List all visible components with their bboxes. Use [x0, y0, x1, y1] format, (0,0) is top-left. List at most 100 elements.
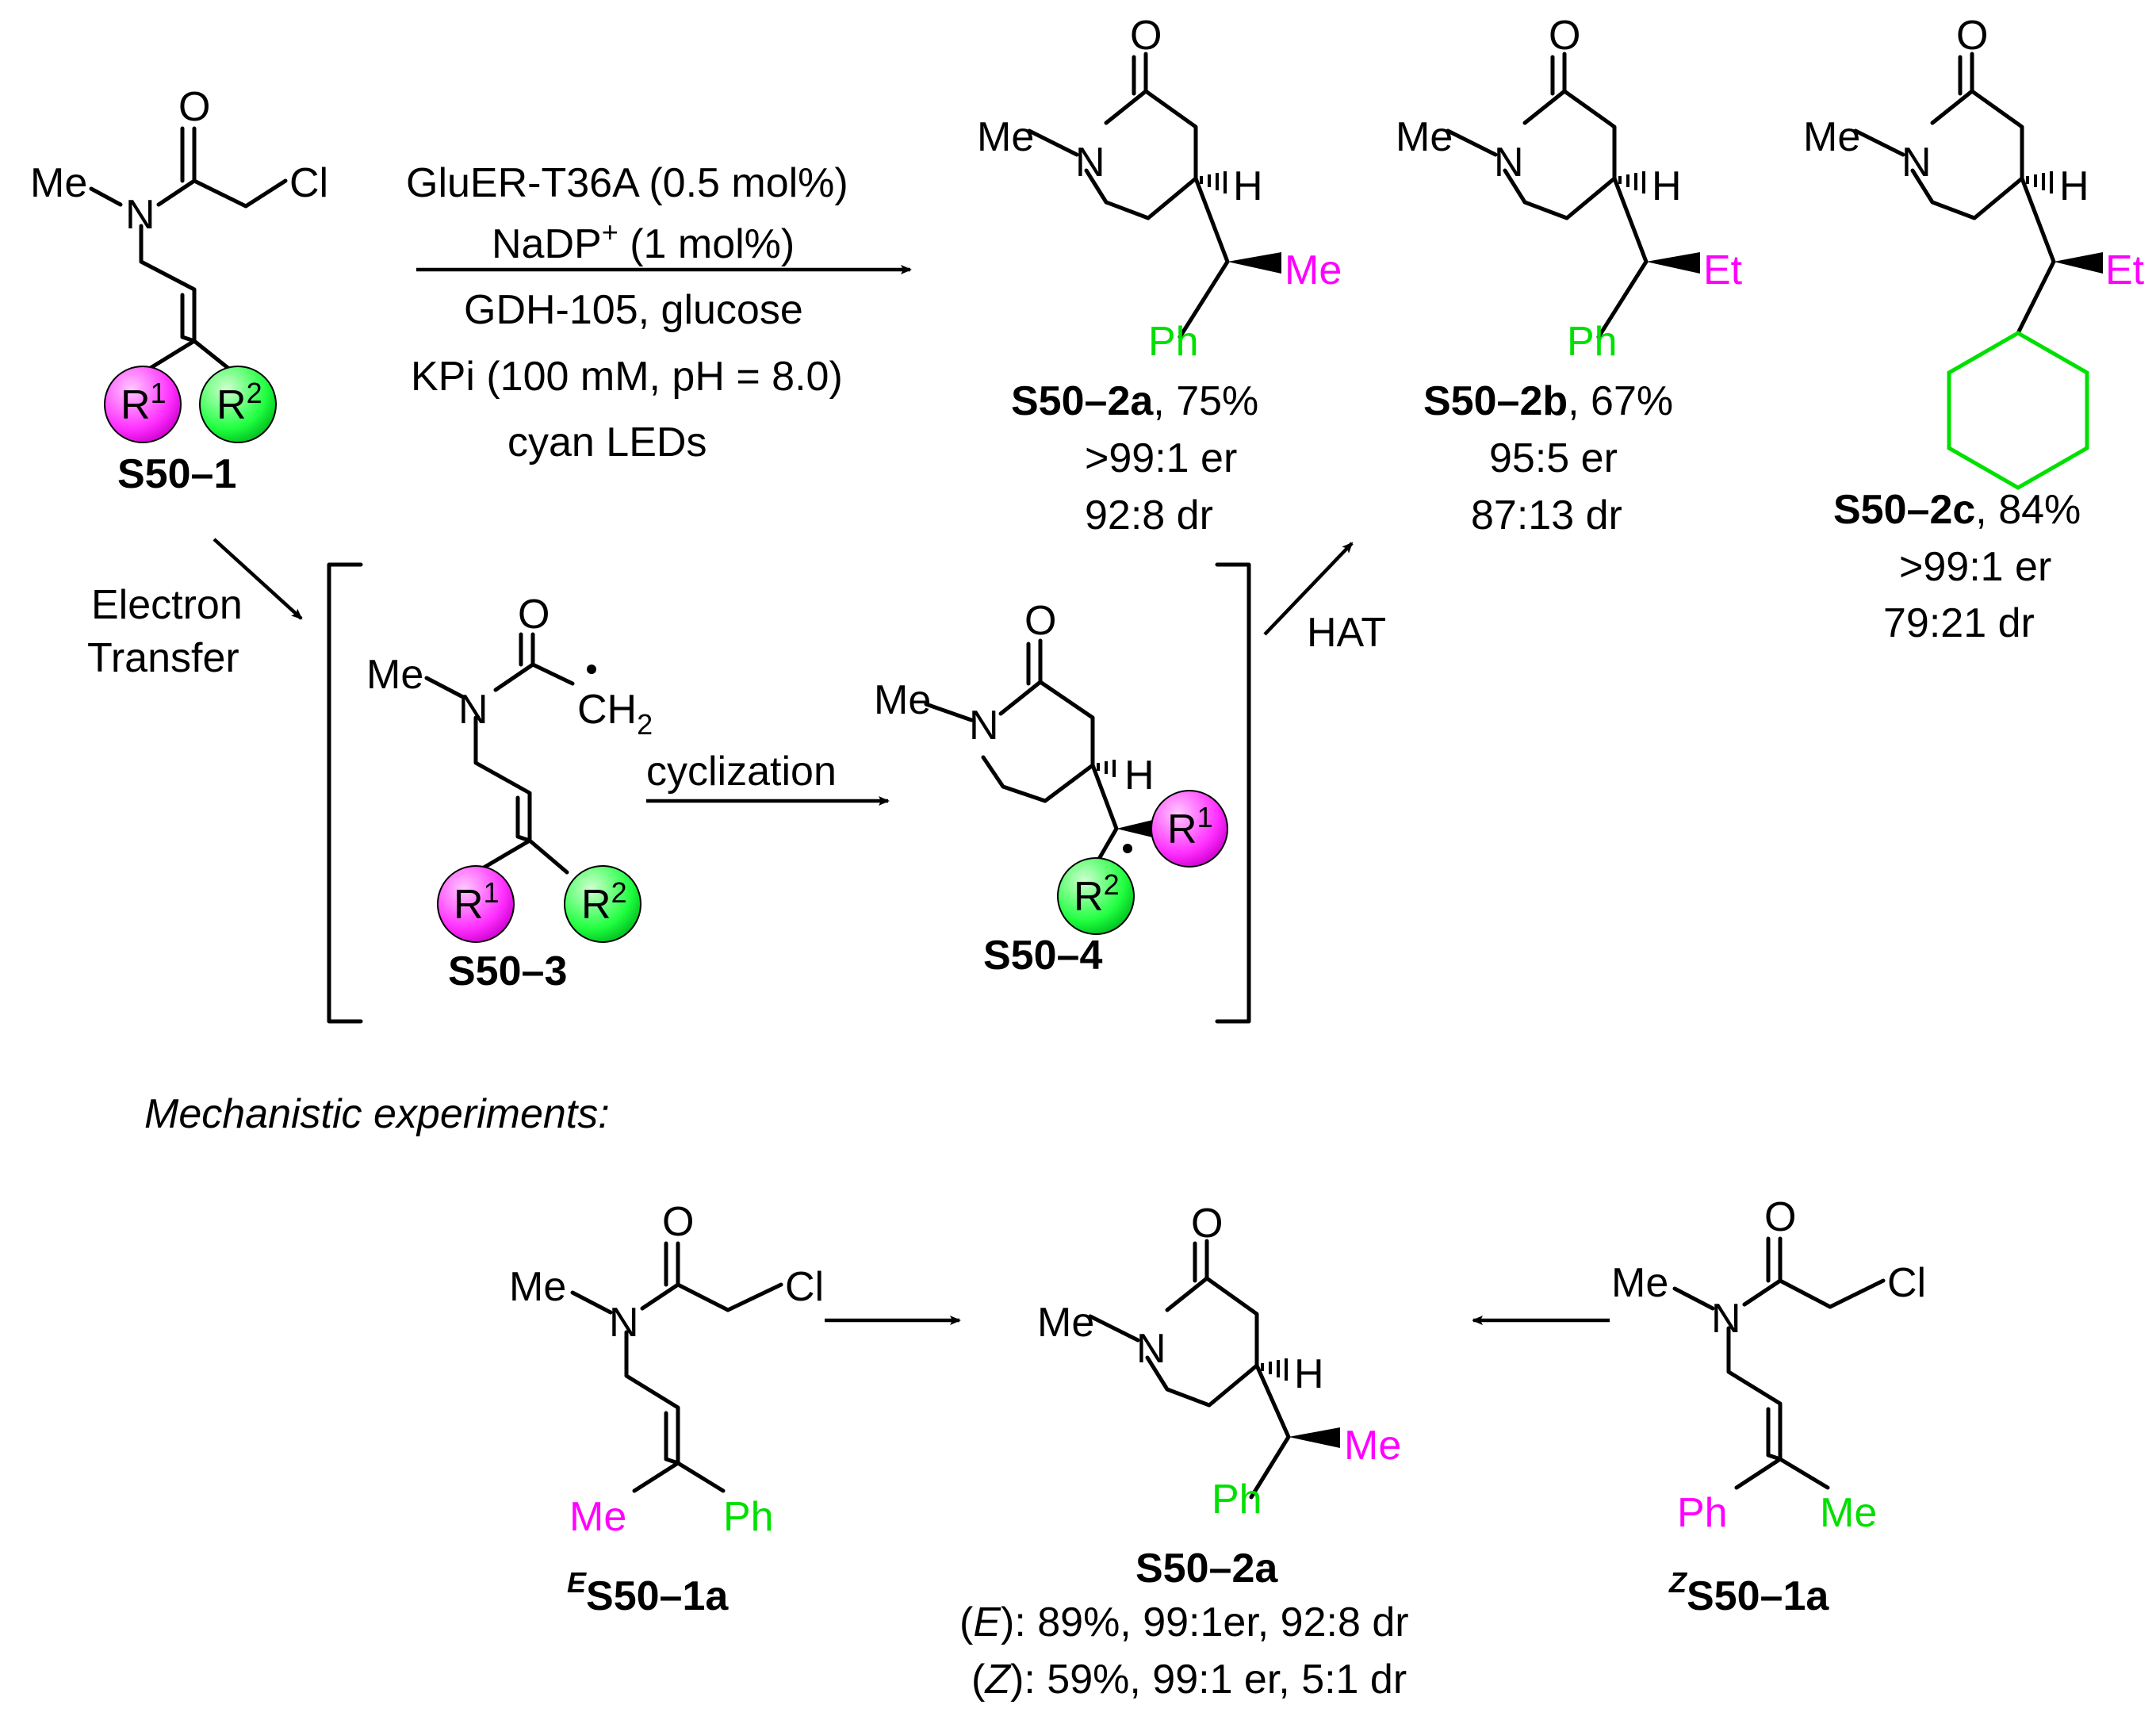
- nitrogen-label: N: [969, 703, 999, 749]
- ethyl-substituent-label: Et: [1703, 247, 1743, 293]
- methylene-radical-label: CH2: [577, 687, 653, 741]
- product-s50-2b: Me N O H Et Ph S50–2b, 67% 95:5 er 87:13…: [1396, 13, 1743, 538]
- r1-label: R1: [121, 377, 167, 428]
- intermediate-s50-4: Me N O H R1 R2 S50–4: [874, 598, 1228, 979]
- intermediate-s50-3: Me N O CH2 R1 R2 S50–3: [366, 592, 653, 994]
- electron-transfer-label-line1: Electron: [91, 582, 243, 628]
- reaction-conditions: GluER-T36A (0.5 mol%) NaDP+ (1 mol%) GDH…: [406, 160, 912, 465]
- condition-buffer: KPi (100 mM, pH = 8.0): [411, 354, 843, 400]
- hydrogen-label: H: [1233, 163, 1263, 209]
- phenyl-substituent-label: Ph: [1677, 1490, 1728, 1536]
- methyl-substituent-label: Me: [1344, 1423, 1401, 1469]
- compound-label-s50-2a: S50–2a: [1135, 1546, 1278, 1592]
- substrate-e-s50-1a: Me N O Cl Me Ph ES50–1a: [509, 1199, 824, 1619]
- e-isomer-result: (E): 89%, 99:1er, 92:8 dr: [959, 1599, 1409, 1645]
- hydrogen-label: H: [1294, 1351, 1324, 1397]
- nitrogen-label: N: [1494, 140, 1524, 186]
- product-s50-2a: Me N O H Me Ph S50–2a, 75% >99:1 er 92:8…: [977, 13, 1342, 538]
- substrate-s50-1: Me N O Cl R1 R2 S50–1: [30, 84, 328, 497]
- compound-label-z-s50-1a: ZS50–1a: [1668, 1566, 1829, 1619]
- nitrogen-label: N: [125, 192, 155, 238]
- cyclohexyl-ring: [1947, 331, 2089, 490]
- r1-label: R1: [1167, 801, 1213, 852]
- condition-catalyst: GluER-T36A (0.5 mol%): [406, 160, 848, 206]
- ethyl-substituent-label: Et: [2105, 247, 2145, 293]
- oxygen-label: O: [518, 592, 550, 638]
- product-mechanistic-s50-2a: Me N O H Me Ph S50–2a (E): 89%, 99:1er, …: [959, 1201, 1409, 1703]
- methyl-label: Me: [30, 160, 87, 206]
- product-er: >99:1 er: [1899, 544, 2051, 590]
- oxygen-label: O: [1191, 1201, 1223, 1247]
- chlorine-label: Cl: [289, 160, 328, 206]
- oxygen-label: O: [1024, 598, 1056, 644]
- methyl-label: Me: [977, 114, 1034, 160]
- chlorine-label: Cl: [1887, 1260, 1926, 1306]
- mechanistic-header: Mechanistic experiments:: [144, 1091, 610, 1137]
- methyl-label: Me: [874, 677, 931, 723]
- hat-arrow: [1263, 542, 1354, 636]
- hat-step: HAT: [1263, 542, 1386, 656]
- phenyl-substituent-label: Ph: [1567, 319, 1618, 365]
- r2-label: R2: [1074, 868, 1120, 920]
- oxygen-label: O: [178, 84, 210, 130]
- oxygen-label: O: [662, 1199, 694, 1245]
- right-bracket: [1215, 562, 1251, 1024]
- electron-transfer-arrow: [213, 538, 303, 620]
- methyl-substituent-label: Me: [1285, 247, 1342, 293]
- methyl-substituent-label: Me: [1820, 1490, 1877, 1536]
- methyl-label: Me: [1611, 1260, 1668, 1306]
- hat-label: HAT: [1307, 610, 1386, 656]
- nitrogen-label: N: [609, 1300, 639, 1346]
- r2-label: R2: [216, 377, 262, 428]
- product-er: >99:1 er: [1085, 435, 1237, 481]
- nitrogen-label: N: [1901, 140, 1932, 186]
- product-yield-label: S50–2a, 75%: [1011, 378, 1258, 424]
- methyl-substituent-label: Me: [569, 1494, 626, 1540]
- z-isomer-result: (Z): 59%, 99:1 er, 5:1 dr: [971, 1657, 1407, 1703]
- methyl-label: Me: [1396, 114, 1453, 160]
- product-dr: 92:8 dr: [1085, 492, 1213, 538]
- condition-cofactor: NaDP+ (1 mol%): [492, 216, 795, 267]
- product-dr: 87:13 dr: [1471, 492, 1622, 538]
- product-yield-label: S50–2b, 67%: [1423, 378, 1673, 424]
- radical-dot: [587, 665, 596, 674]
- oxygen-label: O: [1549, 13, 1580, 59]
- cyclization-step: cyclization: [646, 749, 890, 806]
- methyl-label: Me: [509, 1264, 566, 1310]
- phenyl-substituent-label: Ph: [1148, 319, 1199, 365]
- radical-dot: [1123, 844, 1132, 853]
- substrate-z-s50-1a: Me N O Cl Ph Me ZS50–1a: [1611, 1194, 1926, 1619]
- methyl-label: Me: [366, 652, 423, 698]
- product-yield-label: S50–2c, 84%: [1833, 487, 2081, 533]
- nitrogen-label: N: [458, 687, 488, 733]
- hydrogen-label: H: [1652, 163, 1682, 209]
- nitrogen-label: N: [1711, 1296, 1741, 1342]
- chlorine-label: Cl: [785, 1264, 824, 1310]
- oxygen-label: O: [1130, 13, 1162, 59]
- oxygen-label: O: [1956, 13, 1988, 59]
- r1-label: R1: [454, 876, 500, 928]
- phenyl-substituent-label: Ph: [723, 1494, 774, 1540]
- hydrogen-label: H: [2059, 163, 2089, 209]
- nitrogen-label: N: [1136, 1326, 1166, 1372]
- compound-label-e-s50-1a: ES50–1a: [567, 1566, 729, 1619]
- electron-transfer-label-line2: Transfer: [87, 635, 239, 681]
- left-bracket: [327, 562, 363, 1024]
- compound-label-s50-4: S50–4: [983, 933, 1102, 979]
- compound-label-s50-3: S50–3: [448, 948, 567, 994]
- nitrogen-label: N: [1075, 140, 1105, 186]
- oxygen-label: O: [1764, 1194, 1796, 1240]
- methyl-label: Me: [1037, 1300, 1094, 1346]
- condition-light: cyan LEDs: [507, 419, 707, 465]
- compound-label-s50-1: S50–1: [117, 451, 236, 497]
- cyclization-label: cyclization: [646, 749, 837, 795]
- phenyl-substituent-label: Ph: [1212, 1477, 1262, 1523]
- hydrogen-label: H: [1124, 753, 1155, 799]
- r2-label: R2: [581, 876, 627, 928]
- condition-regeneration: GDH-105, glucose: [464, 287, 803, 333]
- product-er: 95:5 er: [1489, 435, 1618, 481]
- product-s50-2c: Me N O H Et S50–2c, 84% >99:1 er 79:21 d…: [1803, 13, 2145, 646]
- methyl-label: Me: [1803, 114, 1860, 160]
- product-dr: 79:21 dr: [1883, 600, 2035, 646]
